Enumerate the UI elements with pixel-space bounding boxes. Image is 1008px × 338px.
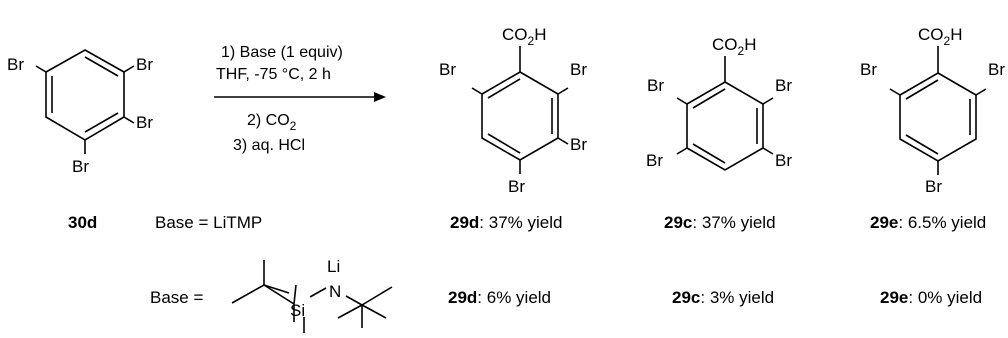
reaction-arrow	[214, 92, 386, 102]
atom-br: Br	[860, 60, 877, 79]
base-label-litmp: Base = LiTMP	[155, 213, 262, 232]
atom-br: Br	[925, 177, 942, 196]
condition-step1-details: THF, -75 °C, 2 h	[216, 66, 331, 83]
condition-step2: 2) CO2	[247, 112, 297, 133]
atom-br: Br	[570, 60, 587, 79]
carboxylic-acid-group: CO2H	[918, 25, 962, 48]
atom-li: Li	[327, 257, 340, 276]
yield-29e-silylamide: 29e: 0% yield	[880, 288, 982, 307]
atom-br: Br	[136, 113, 153, 132]
atom-br: Br	[7, 55, 24, 74]
atom-br: Br	[136, 55, 153, 74]
yield-29c-litmp: 29c: 37% yield	[664, 213, 776, 232]
product-29c: CO2H Br Br Br Br	[646, 35, 792, 171]
product-29e: CO2H Br Br Br	[860, 25, 1005, 196]
product-29d: CO2H Br Br Br Br	[439, 25, 587, 196]
atom-si: Si	[290, 301, 305, 320]
condition-step3: 3) aq. HCl	[233, 137, 305, 154]
yield-29d-litmp: 29d: 37% yield	[450, 213, 562, 232]
condition-step1: 1) Base (1 equiv)	[221, 44, 343, 61]
yield-29d-silylamide: 29d: 6% yield	[448, 288, 551, 307]
base-label-silylamide: Base =	[150, 288, 203, 307]
atom-br: Br	[988, 60, 1005, 79]
carboxylic-acid-group: CO2H	[502, 25, 546, 48]
yield-29c-silylamide: 29c: 3% yield	[672, 288, 774, 307]
starting-material-30d: Br Br Br Br	[7, 49, 153, 176]
atom-br: Br	[775, 151, 792, 170]
atom-br: Br	[570, 135, 587, 154]
carboxylic-acid-group: CO2H	[712, 35, 756, 58]
atom-br: Br	[647, 76, 664, 95]
atom-n: N	[329, 282, 341, 301]
compound-label-30d: 30d	[68, 213, 97, 232]
atom-br: Br	[72, 157, 89, 176]
atom-br: Br	[646, 151, 663, 170]
atom-br: Br	[508, 177, 525, 196]
atom-br: Br	[775, 76, 792, 95]
yield-29e-litmp: 29e: 6.5% yield	[870, 213, 986, 232]
silylamide-base-structure: Si N Li	[231, 257, 393, 333]
atom-br: Br	[439, 60, 456, 79]
